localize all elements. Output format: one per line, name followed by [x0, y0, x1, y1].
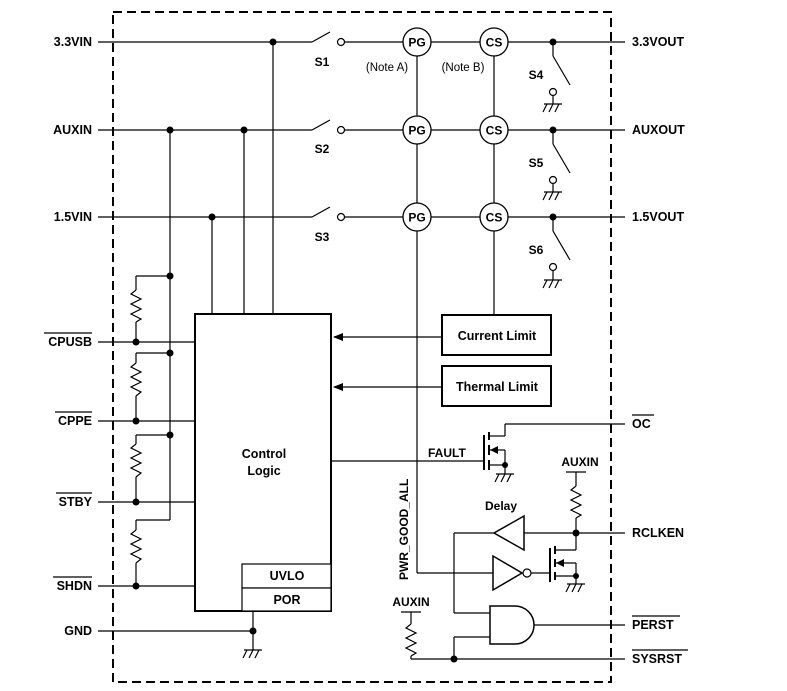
- svg-text:CS: CS: [486, 36, 503, 50]
- pin-label-1v5in: 1.5VIN: [54, 210, 92, 224]
- pin-label-cppe: CPPE: [58, 414, 92, 428]
- pin-label-1v5out: 1.5VOUT: [632, 210, 684, 224]
- svg-text:Current Limit: Current Limit: [458, 329, 537, 343]
- control-logic-block: [194, 313, 332, 612]
- pwr-good-inverter: [492, 554, 532, 592]
- pullup-resistor-shdn: [129, 520, 143, 586]
- cs-monitor-3v3: CS: [479, 27, 509, 57]
- por-block: [241, 587, 332, 612]
- auxin-label-sysrst: AUXIN: [392, 595, 429, 609]
- pin-label-auxout: AUXOUT: [632, 123, 685, 137]
- note-a: (Note A): [366, 62, 408, 74]
- auxin-pullup-sysrst: [401, 611, 421, 659]
- rail-3v3: [98, 31, 625, 47]
- switch-label-s5: S5: [529, 156, 544, 170]
- control-logic-label-2: Logic: [247, 464, 280, 478]
- pin-label-oc: OC: [632, 417, 651, 431]
- switch-label-s6: S6: [529, 243, 544, 257]
- uvlo-block: [241, 563, 332, 589]
- pg-monitor-1v5: PG: [402, 202, 432, 232]
- pin-label-auxin: AUXIN: [53, 123, 92, 137]
- switch-label-s1: S1: [315, 55, 330, 69]
- switch-label-s4: S4: [529, 68, 544, 82]
- pullup-resistor-cpusb: [129, 276, 143, 342]
- rail-1v5: [98, 206, 625, 222]
- pg-monitor-aux: PG: [402, 115, 432, 145]
- rclken-mosfet: [549, 533, 585, 593]
- rail-aux: [98, 119, 625, 135]
- discharge-switch-s5: [542, 130, 571, 201]
- perst-and-gate: [489, 605, 535, 645]
- cs-monitor-1v5: CS: [479, 202, 509, 232]
- control-logic-label-1: Control: [242, 447, 286, 461]
- pullup-resistor-stby: [129, 435, 143, 502]
- svg-text:POR: POR: [273, 593, 300, 607]
- pin-label-shdn: SHDN: [57, 579, 92, 593]
- pwr-good-all-label: PWR_GOOD_ALL: [397, 479, 411, 580]
- pin-label-gnd: GND: [64, 624, 92, 638]
- discharge-switch-s4: [542, 42, 571, 113]
- oc-mosfet: [483, 423, 625, 483]
- svg-text:CS: CS: [486, 124, 503, 138]
- pin-label-perst: PERST: [632, 618, 674, 632]
- fault-signal-label: FAULT: [428, 446, 466, 460]
- cs-monitor-aux: CS: [479, 115, 509, 145]
- pin-label-3v3out: 3.3VOUT: [632, 35, 684, 49]
- auxin-pullup-rclken: [566, 471, 586, 533]
- pin-label-sysrst: SYSRST: [632, 652, 682, 666]
- current-limit-block: [441, 314, 552, 356]
- note-b: (Note B): [442, 62, 485, 74]
- pin-label-3v3in: 3.3VIN: [54, 35, 92, 49]
- delay-buffer: [492, 514, 525, 552]
- pin-label-stby: STBY: [59, 495, 93, 509]
- switch-label-s3: S3: [315, 230, 330, 244]
- svg-text:UVLO: UVLO: [270, 569, 305, 583]
- delay-label: Delay: [485, 499, 517, 513]
- switch-label-s2: S2: [315, 142, 330, 156]
- svg-text:CS: CS: [486, 211, 503, 225]
- pullup-resistor-cppe: [129, 353, 143, 421]
- thermal-limit-block: [441, 365, 552, 407]
- svg-text:PG: PG: [408, 124, 425, 138]
- pin-label-cpusb: CPUSB: [48, 335, 92, 349]
- svg-text:Thermal Limit: Thermal Limit: [456, 380, 539, 394]
- svg-text:PG: PG: [408, 36, 425, 50]
- pin-label-rclken: RCLKEN: [632, 526, 684, 540]
- svg-text:PG: PG: [408, 211, 425, 225]
- gnd-net: [98, 611, 262, 659]
- pg-monitor-3v3: PG: [402, 27, 432, 57]
- chip-boundary: [112, 11, 612, 683]
- auxin-label-rclken: AUXIN: [561, 455, 598, 469]
- discharge-switch-s6: [542, 217, 571, 289]
